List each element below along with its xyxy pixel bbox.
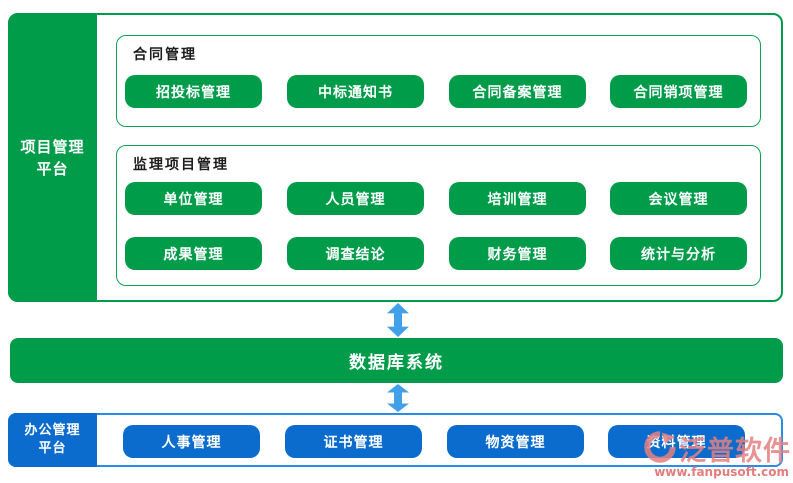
module-hr-management: 人事管理 xyxy=(123,425,260,458)
module-statistics-analysis: 统计与分析 xyxy=(610,237,747,270)
database-system-label: 数据库系统 xyxy=(349,353,444,373)
watermark-url: www.fanpusoft.com xyxy=(654,465,789,479)
module-survey-conclusion: 调查结论 xyxy=(287,237,424,270)
contract-management-box: 合同管理 招投标管理 中标通知书 合同备案管理 合同销项管理 xyxy=(116,35,761,127)
module-material-management: 物资管理 xyxy=(447,425,584,458)
module-bidding-management: 招投标管理 xyxy=(125,75,262,108)
module-finance-management: 财务管理 xyxy=(449,237,586,270)
office-platform-label-line1: 办公管理 xyxy=(24,423,81,438)
project-platform-label-line2: 平台 xyxy=(36,159,69,178)
module-results-management: 成果管理 xyxy=(125,237,262,270)
database-system-bar: 数据库系统 xyxy=(10,338,783,383)
office-platform-label: 办公管理 平台 xyxy=(8,413,97,467)
double-arrow-icon xyxy=(386,303,410,337)
module-document-management: 资料管理 xyxy=(608,425,745,458)
module-contract-filing: 合同备案管理 xyxy=(449,75,586,108)
contract-box-title: 合同管理 xyxy=(133,47,197,63)
module-training-management: 培训管理 xyxy=(449,182,586,215)
module-certificate-management: 证书管理 xyxy=(285,425,422,458)
module-contract-output: 合同销项管理 xyxy=(610,75,747,108)
office-platform-label-line2: 平台 xyxy=(38,441,67,456)
project-platform-label-line1: 项目管理 xyxy=(20,137,85,156)
module-unit-management: 单位管理 xyxy=(125,182,262,215)
project-platform-container: 项目管理 平台 合同管理 招投标管理 中标通知书 合同备案管理 合同销项管理 监… xyxy=(8,13,783,302)
double-arrow-icon xyxy=(386,384,410,412)
office-platform-container: 办公管理 平台 人事管理 证书管理 物资管理 资料管理 xyxy=(8,413,783,467)
project-platform-label: 项目管理 平台 xyxy=(8,13,97,302)
module-award-notice: 中标通知书 xyxy=(287,75,424,108)
module-personnel-management: 人员管理 xyxy=(287,182,424,215)
supervision-project-box: 监理项目管理 单位管理 人员管理 培训管理 会议管理 成果管理 调查结论 财务管… xyxy=(116,145,761,286)
module-meeting-management: 会议管理 xyxy=(610,182,747,215)
supervision-box-title: 监理项目管理 xyxy=(133,157,229,173)
